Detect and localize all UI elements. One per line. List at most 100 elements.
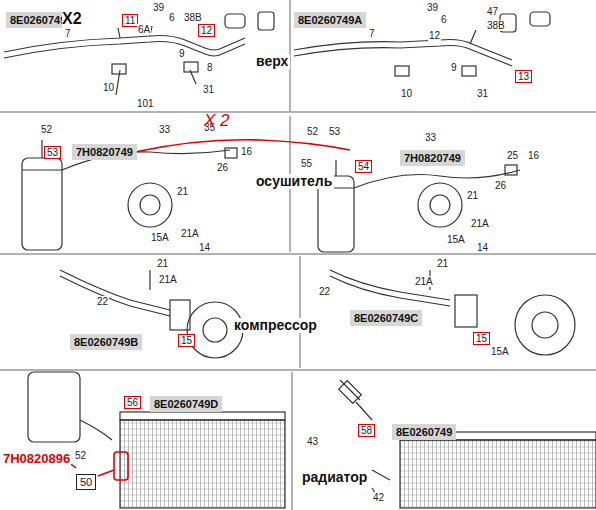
callout-number-boxed: 50	[76, 474, 96, 490]
part-number: 8E0260749A	[294, 12, 366, 28]
callout-number-marked: 58	[358, 424, 375, 437]
callout-number: 6	[440, 14, 448, 25]
callout-number: 21	[156, 258, 169, 269]
callout-number-marked: 56	[124, 396, 141, 409]
callout-number: 12	[428, 30, 441, 41]
drawing-stroke	[98, 470, 114, 476]
callout-number: 9	[178, 48, 186, 59]
callout-number: 43	[306, 436, 319, 447]
drawing-stroke	[400, 440, 596, 508]
callout-number: 15A	[490, 346, 510, 357]
callout-number: 31	[202, 84, 215, 95]
callout-number: 22	[318, 286, 331, 297]
callout-number: 22	[96, 296, 109, 307]
callout-number: 47	[486, 6, 499, 17]
callout-number: 10	[102, 82, 115, 93]
drawing-stroke	[150, 270, 430, 290]
quantity-note: X2	[62, 10, 82, 28]
part-number: 8E0260749C	[350, 310, 422, 326]
callout-number: 39	[426, 2, 439, 13]
callout-number: 21A	[414, 276, 434, 287]
callout-number-marked: 13	[515, 70, 532, 83]
drawing-stroke	[112, 64, 126, 74]
part-number: 7H0820749	[400, 150, 465, 166]
callout-number: 55	[300, 158, 313, 169]
drawing-stroke	[294, 40, 512, 61]
callout-number-marked: 54	[355, 160, 372, 173]
drawing-stroke	[60, 270, 170, 310]
drawing-stroke	[462, 66, 476, 76]
drawing-stroke	[505, 165, 517, 175]
drawing-stroke	[418, 183, 462, 227]
drawing-stroke	[116, 70, 196, 95]
callout-number: 9	[450, 62, 458, 73]
drawing-stroke	[294, 46, 512, 67]
quantity-note-handwritten: X 2	[204, 112, 230, 131]
callout-number: 8	[206, 62, 214, 73]
callout-number: 14	[476, 242, 489, 253]
callout-number: 21	[176, 186, 189, 197]
callout-number: 15A	[150, 232, 170, 243]
drawing-stroke	[4, 42, 245, 59]
drawing-stroke	[530, 12, 550, 26]
part-number: 8E0260749B	[70, 334, 142, 350]
drawing-stroke	[532, 312, 558, 338]
section-caption: верх	[254, 54, 290, 69]
callout-number: 6	[168, 12, 176, 23]
drawing-stroke	[184, 62, 198, 72]
callout-number-marked: 15	[473, 332, 490, 345]
drawing-stroke	[170, 300, 190, 330]
drawing-stroke	[225, 14, 245, 28]
callout-number: 6A	[137, 24, 151, 35]
callout-number: 38B	[486, 20, 506, 31]
drawing-stroke	[455, 295, 477, 327]
part-number: 8E0260749	[392, 424, 456, 440]
drawing-stroke	[60, 276, 170, 316]
drawing-stroke	[339, 381, 362, 404]
drawing-stroke	[60, 140, 350, 480]
callout-number: 42	[372, 492, 385, 503]
callout-number: 53	[328, 126, 341, 137]
drawing-stroke	[330, 276, 450, 306]
callout-number: 21	[436, 258, 449, 269]
drawing-stroke	[258, 12, 274, 30]
drawing-stroke	[128, 183, 172, 227]
callout-number: 52	[40, 124, 53, 135]
callout-number: 15A	[446, 234, 466, 245]
drawing-stroke	[120, 420, 285, 508]
section-caption: осушитель	[254, 174, 334, 189]
callout-number: 101	[136, 98, 155, 109]
part-number: 8E0260749D	[150, 396, 222, 412]
drawing-stroke	[28, 372, 80, 442]
callout-number: 21A	[180, 228, 200, 239]
section-caption: радиатор	[300, 470, 369, 485]
drawing-stroke	[395, 66, 409, 76]
callout-number: 38B	[183, 12, 203, 23]
callout-number: 16	[527, 150, 540, 161]
callout-number: 26	[494, 180, 507, 191]
drawing-stroke	[225, 148, 237, 158]
callout-number: 26	[216, 162, 229, 173]
callout-number: 21A	[470, 218, 490, 229]
callout-number-marked: 11	[122, 14, 138, 27]
callout-number: 33	[158, 124, 171, 135]
callout-number: 33	[424, 132, 437, 143]
callout-number: 7	[368, 28, 376, 39]
drawing-stroke	[114, 452, 128, 480]
callout-number: 21	[466, 190, 479, 201]
callout-number: 52	[306, 126, 319, 137]
callout-number-marked: 53	[44, 146, 61, 159]
callout-number-marked: 12	[198, 24, 215, 37]
part-number-handwritten: 7H0820896	[2, 452, 71, 466]
drawing-stroke	[430, 195, 450, 215]
drawing-stroke	[203, 318, 227, 342]
callout-number: 14	[198, 242, 211, 253]
drawing-stroke	[140, 195, 160, 215]
drawing-stroke	[120, 412, 285, 420]
callout-number: 16	[240, 146, 253, 157]
callout-number: 39	[152, 2, 165, 13]
